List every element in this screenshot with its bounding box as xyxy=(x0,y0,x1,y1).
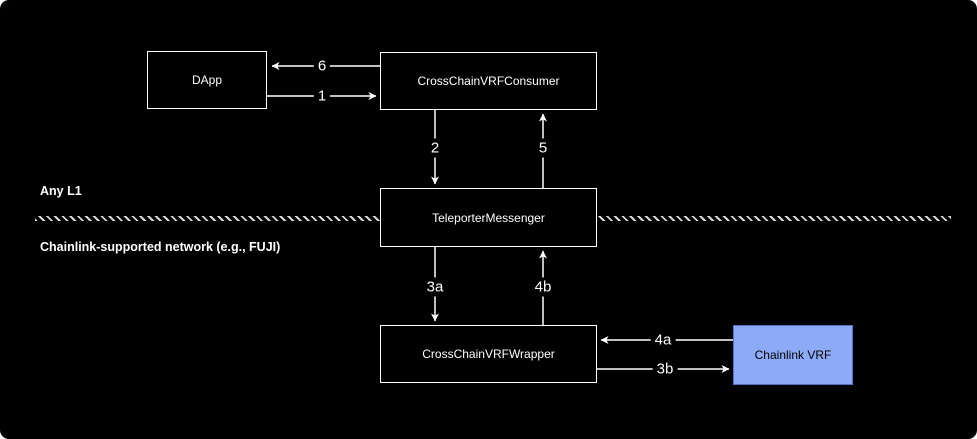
node-crosschain-vrf-consumer-label: CrossChainVRFConsumer xyxy=(417,74,560,88)
region-label-chainlink-network: Chainlink-supported network (e.g., FUJI) xyxy=(40,240,281,254)
node-dapp-label: DApp xyxy=(191,73,223,87)
node-chainlink-vrf-label: Chainlink VRF xyxy=(754,348,832,362)
node-crosschain-vrf-consumer: CrossChainVRFConsumer xyxy=(380,52,597,110)
node-chainlink-vrf: Chainlink VRF xyxy=(733,325,853,385)
node-dapp: DApp xyxy=(147,51,267,109)
edge-label-3b: 3b xyxy=(652,359,678,379)
node-teleporter-messenger: TeleporterMessenger xyxy=(380,188,597,247)
edge-label-4a: 4a xyxy=(650,330,676,350)
node-crosschain-vrf-wrapper: CrossChainVRFWrapper xyxy=(380,325,597,383)
edge-label-5: 5 xyxy=(534,138,552,158)
edge-label-1: 1 xyxy=(313,86,331,106)
edge-label-4b: 4b xyxy=(530,277,556,297)
edge-label-6: 6 xyxy=(313,56,331,76)
edge-label-2: 2 xyxy=(426,138,444,158)
node-crosschain-vrf-wrapper-label: CrossChainVRFWrapper xyxy=(422,347,555,361)
node-teleporter-messenger-label: TeleporterMessenger xyxy=(432,210,545,225)
region-label-any-l1: Any L1 xyxy=(40,184,82,198)
edge-label-3a: 3a xyxy=(422,277,448,297)
